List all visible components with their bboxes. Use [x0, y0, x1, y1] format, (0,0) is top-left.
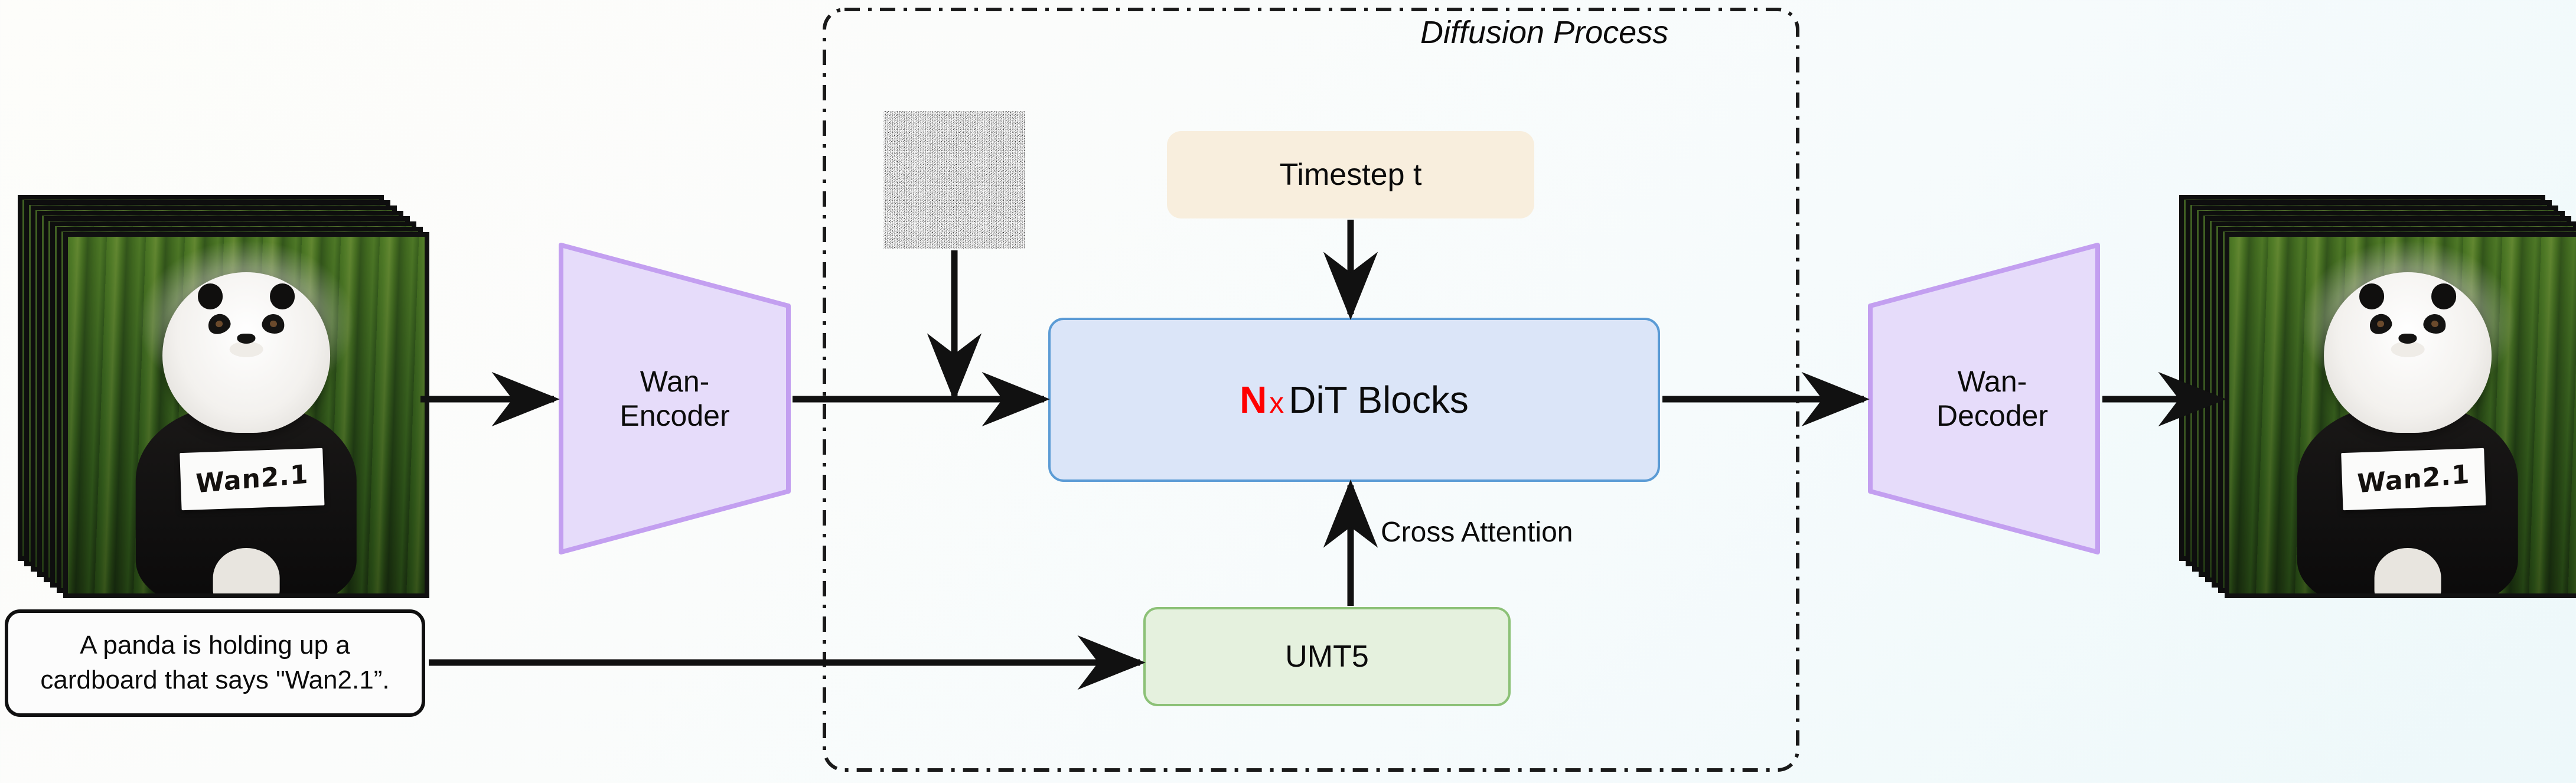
dit-repeat-count: N [1240, 379, 1267, 421]
panda-head [162, 272, 330, 433]
panda-pupil [269, 319, 278, 328]
panda-eye-right [260, 311, 288, 337]
panda-eye-left [205, 311, 233, 337]
cardboard-sign: Wan2.1 [180, 448, 325, 511]
umt5-label: UMT5 [1285, 640, 1369, 674]
prompt-line-1: A panda is holding up a [80, 631, 350, 660]
wan-encoder-block[interactable]: Wan- Encoder [558, 242, 791, 555]
diffusion-process-label: Diffusion Process [1420, 15, 1669, 50]
output-video-frame-stack: Wan2.1 [2179, 195, 2576, 608]
panda-pupil [2430, 319, 2439, 328]
panda-eye-left [2366, 311, 2394, 337]
cardboard-sign-text: Wan2.1 [2356, 459, 2470, 500]
prompt-line-2: cardboard that says "Wan2.1”. [40, 665, 390, 694]
cardboard-sign-text: Wan2.1 [195, 459, 309, 500]
panda-ear-left [2359, 283, 2385, 309]
cross-attention-label: Cross Attention [1381, 517, 1573, 548]
panda-nose [237, 333, 256, 344]
umt5-block[interactable]: UMT5 [1143, 607, 1511, 706]
gaussian-noise-latent [883, 111, 1025, 249]
panda-ear-right [269, 283, 295, 309]
panda-belly [213, 548, 280, 593]
panda-pupil [2376, 319, 2385, 328]
panda-belly [2374, 548, 2441, 593]
panda-ear-right [2431, 283, 2457, 309]
timestep-label: Timestep t [1279, 158, 1422, 192]
input-video-frame-stack: Wan2.1 [18, 195, 431, 608]
text-prompt-box[interactable]: A panda is holding up a cardboard that s… [5, 609, 425, 717]
cardboard-sign: Wan2.1 [2341, 448, 2486, 511]
panda-muzzle [229, 341, 263, 358]
panda-ear-left [197, 283, 223, 309]
panda-eye-right [2421, 311, 2449, 337]
video-frame-top: Wan2.1 [63, 232, 429, 598]
panda-head [2324, 272, 2492, 433]
panda-illustration: Wan2.1 [68, 237, 425, 593]
timestep-block[interactable]: Timestep t [1167, 131, 1534, 218]
dit-blocks-label: DiT Blocks [1289, 379, 1469, 421]
panda-pupil [214, 319, 223, 328]
video-frame-top: Wan2.1 [2225, 232, 2576, 598]
panda-nose [2398, 333, 2417, 344]
wan-decoder-block[interactable]: Wan- Decoder [1867, 242, 2101, 555]
panda-illustration: Wan2.1 [2229, 237, 2576, 593]
panda-muzzle [2391, 341, 2425, 358]
dit-multiply-symbol: x [1269, 386, 1284, 419]
